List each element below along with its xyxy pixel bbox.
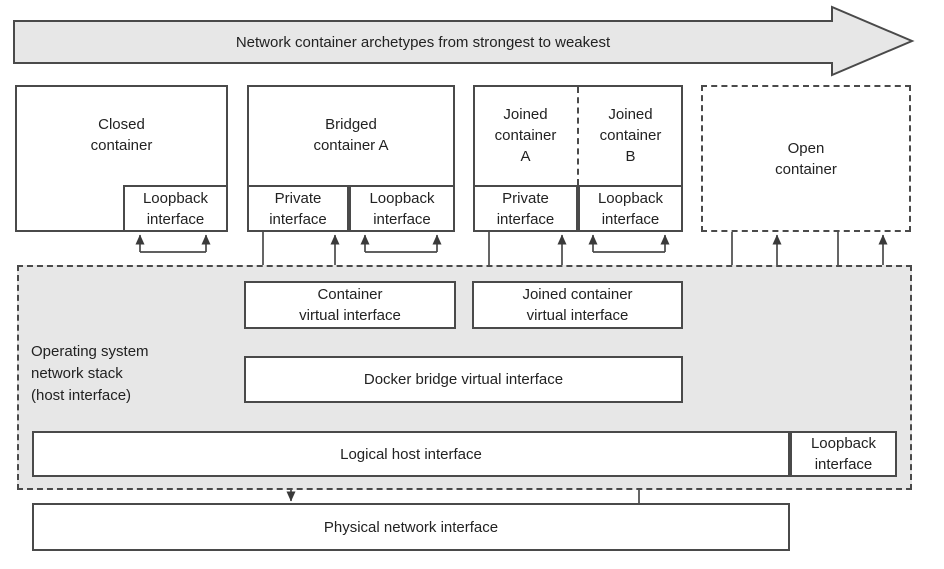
physical-network-interface-box bbox=[32, 503, 790, 551]
arrow-bridged-loopback-loop bbox=[360, 234, 442, 253]
container-virtual-interface-box bbox=[244, 281, 456, 329]
host-loopback-interface-label: Loopback interface bbox=[810, 435, 877, 473]
arrow-joined-loopback-loop bbox=[588, 234, 670, 253]
joined-container-a-title: Joined container A bbox=[494, 105, 557, 165]
bridged-private-interface-box bbox=[247, 185, 349, 232]
bridged-private-interface-label: Private interface bbox=[269, 189, 327, 228]
joined-container-virtual-interface-box bbox=[472, 281, 683, 329]
closed-loopback-interface-box bbox=[123, 185, 228, 232]
logical-host-interface-label: Logical host interface bbox=[340, 445, 482, 463]
docker-bridge-virtual-interface-label: Docker bridge virtual interface bbox=[363, 371, 564, 388]
bridged-loopback-interface-label: Loopback interface bbox=[369, 189, 435, 228]
banner-label: Network container archetypes from strong… bbox=[235, 33, 611, 51]
open-container-title: Open container bbox=[775, 139, 837, 178]
host-loopback-interface-box bbox=[790, 431, 897, 477]
bridged-loopback-interface-box bbox=[349, 185, 455, 232]
bridged-container-title: Bridged container A bbox=[313, 116, 389, 154]
docker-bridge-virtual-interface-box bbox=[244, 356, 683, 403]
container-virtual-interface-label: Container virtual interface bbox=[299, 286, 401, 324]
joined-container-virtual-interface-label: Joined container virtual interface bbox=[522, 286, 633, 324]
joined-private-interface-box bbox=[473, 185, 578, 232]
joined-private-interface-label: Private interface bbox=[496, 189, 555, 228]
physical-network-interface-label: Physical network interface bbox=[323, 518, 499, 536]
joined-loopback-interface-box bbox=[578, 185, 683, 232]
closed-loopback-interface-label: Loopback interface bbox=[142, 189, 209, 228]
logical-host-interface-box bbox=[32, 431, 790, 477]
open-container-box bbox=[701, 85, 911, 232]
joined-loopback-interface-label: Loopback interface bbox=[597, 189, 664, 228]
joined-container-b-title: Joined container B bbox=[599, 105, 662, 165]
os-network-stack-label: Operating system network stack (host int… bbox=[31, 343, 149, 404]
closed-container-title: Closed container bbox=[90, 116, 153, 154]
joined-container-divider bbox=[577, 87, 579, 185]
arrow-closed-loopback-loop bbox=[135, 234, 211, 253]
